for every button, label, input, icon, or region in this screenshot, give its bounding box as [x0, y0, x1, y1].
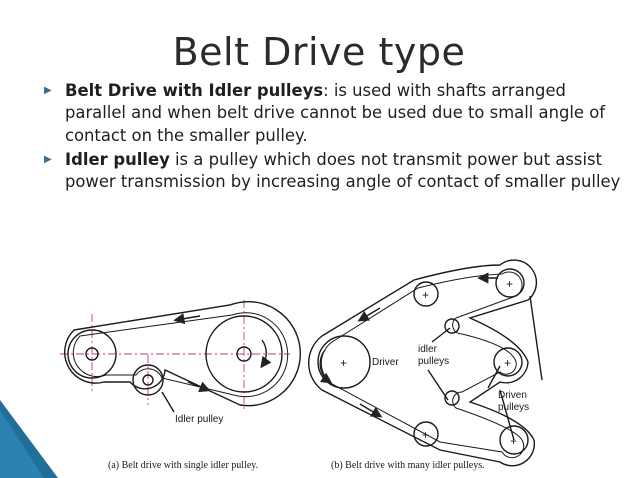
driven-pulley-3	[499, 425, 529, 455]
svg-text:+: +	[422, 428, 429, 442]
idler-pulley-a	[132, 364, 164, 396]
bullet-text: : is used with shafts arranged parallel …	[65, 81, 606, 145]
figure-b-diagram	[308, 259, 543, 467]
bullet-arrow-icon: ▶	[44, 153, 52, 165]
bullet-item-2: ▶ Idler pulley is a pulley which does no…	[44, 149, 624, 194]
label-idler-a: Idler pulley	[175, 414, 223, 425]
small-pulley	[67, 329, 117, 379]
label-driven: Driven	[498, 390, 527, 401]
bullet-text: is a pulley which does not transmit powe…	[65, 149, 621, 192]
driver-pulley	[317, 335, 371, 389]
belt-drive-figure: Idler pulley (a) Belt drive with single …	[60, 259, 543, 471]
bullet-term: Belt Drive with Idler pulleys	[65, 81, 324, 100]
bullet-term: Idler pulley	[65, 149, 170, 169]
svg-text:+: +	[422, 288, 429, 302]
label-idler-b: idler	[418, 344, 438, 355]
corner-accent-shape	[0, 400, 58, 478]
svg-text:+: +	[510, 434, 517, 448]
large-pulley	[205, 315, 283, 393]
driven-pulley-1	[495, 268, 525, 298]
label-driver: Driver	[372, 357, 399, 368]
idler-mid-lower	[444, 390, 460, 406]
svg-text:+: +	[340, 356, 347, 370]
bullet-arrow-icon: ▶	[44, 85, 52, 96]
idler-top	[413, 281, 439, 307]
figure-a-diagram	[60, 300, 302, 413]
slide-title: Belt Drive type	[172, 30, 466, 74]
driven-pulley-2	[493, 347, 523, 377]
bullet-list: ▶ Belt Drive with Idler pulleys: is used…	[44, 80, 624, 195]
idler-mid-upper	[444, 318, 460, 334]
bullet-item-1: ▶ Belt Drive with Idler pulleys: is used…	[44, 80, 624, 147]
label-driven-2: pulleys	[498, 402, 529, 413]
svg-text:+: +	[504, 356, 511, 370]
label-idler-b-2: pulleys	[418, 356, 449, 367]
caption-a: (a) Belt drive with single idler pulley.	[108, 460, 258, 471]
svg-text:+: +	[506, 277, 513, 291]
caption-b: (b) Belt drive with many idler pulleys.	[331, 460, 485, 471]
pulley-plus-marks: + + + + + +	[340, 277, 517, 448]
idler-bottom	[413, 421, 439, 447]
